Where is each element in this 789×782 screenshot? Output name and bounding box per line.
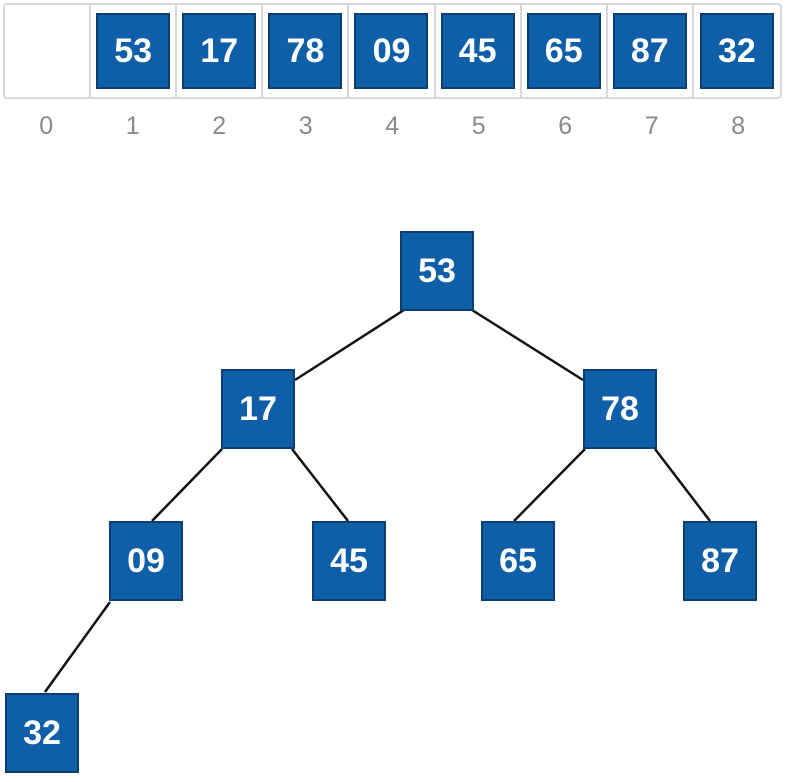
array-value-8: 32 xyxy=(699,13,774,89)
array-cell-5: 45 xyxy=(436,5,522,97)
array-value-5: 45 xyxy=(440,13,515,89)
index-label-5: 5 xyxy=(471,112,486,140)
index-label-3: 3 xyxy=(298,112,313,140)
array-cell-0 xyxy=(5,5,92,97)
array-value-7: 87 xyxy=(612,13,687,89)
array-cell-1: 53 xyxy=(91,5,178,97)
array-cell-2: 17 xyxy=(177,5,264,97)
array-cell-6: 65 xyxy=(522,5,608,97)
index-label-2: 2 xyxy=(212,112,227,140)
edge-n3-n7 xyxy=(654,448,711,522)
array-index-row: 0 1 2 3 4 5 6 7 8 xyxy=(3,108,782,144)
array-value-6: 65 xyxy=(526,13,601,89)
array-cell-8: 32 xyxy=(694,5,780,97)
edge-n4-n8 xyxy=(43,601,112,693)
array-value-3: 78 xyxy=(268,13,343,89)
tree-node-right: 78 xyxy=(583,369,657,449)
array-cell-7: 87 xyxy=(608,5,694,97)
array-cell-3: 78 xyxy=(263,5,350,97)
index-label-0: 0 xyxy=(39,112,54,140)
array-cell-4: 09 xyxy=(349,5,436,97)
index-label-6: 6 xyxy=(558,112,573,140)
heap-array: 53 17 78 09 45 65 87 32 xyxy=(3,3,782,99)
edge-n2-n4 xyxy=(151,448,223,522)
tree-node-left-left: 09 xyxy=(109,521,183,601)
index-label-8: 8 xyxy=(731,112,746,140)
edge-n1-n3 xyxy=(471,308,584,382)
index-label-4: 4 xyxy=(385,112,400,140)
index-label-1: 1 xyxy=(125,112,140,140)
array-value-1: 53 xyxy=(96,13,171,89)
tree-node-left-right: 45 xyxy=(312,521,386,601)
tree-node-left: 17 xyxy=(221,369,295,449)
edge-n1-n2 xyxy=(294,308,405,382)
array-value-2: 17 xyxy=(182,13,257,89)
edge-n3-n6 xyxy=(513,448,586,522)
array-value-4: 09 xyxy=(354,13,429,89)
index-label-7: 7 xyxy=(644,112,659,140)
tree-node-root: 53 xyxy=(400,231,474,311)
tree-node-right-left: 65 xyxy=(481,521,555,601)
tree-node-left-left-left: 32 xyxy=(5,693,79,773)
tree-node-right-right: 87 xyxy=(683,521,757,601)
edge-n2-n5 xyxy=(291,448,349,522)
